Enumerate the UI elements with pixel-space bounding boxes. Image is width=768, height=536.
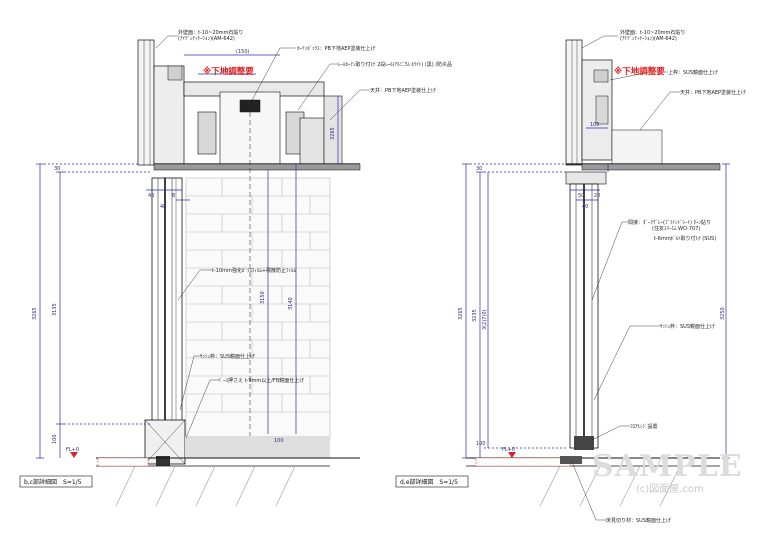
left-dim-top-inner: 105 <box>222 68 232 74</box>
left-detail: 3265 3135 100 3140 3150 100 3265 (150) 1… <box>19 29 452 507</box>
left-caption-box <box>19 475 93 488</box>
right-note-ceiling: 天井：PB下地AEP塗装仕上げ <box>680 89 746 96</box>
left-note-ceiling: 天井：PB下地AEP塗装仕上げ <box>370 87 436 94</box>
left-note-exterior-l2: (ｱｲﾃﾞﾝﾃｨｹｰｼｮﾝ)(AM-642) <box>178 35 235 42</box>
right-note-hinge: ﾌﾛｱﾋﾝｼﾞ設置 <box>630 423 658 430</box>
right-dim-right: 3250 <box>720 307 726 320</box>
left-dimensions <box>36 54 339 459</box>
right-dim-b: 20 <box>594 193 600 199</box>
right-warning: ※下地調整要 <box>614 66 665 77</box>
right-fl-label: FL+0 <box>502 447 515 453</box>
right-dim-total: 3265 <box>458 307 464 320</box>
left-base-anchor <box>156 456 170 466</box>
left-note-sash: ｻｯｼｭ枠：SUS鏡面仕上げ <box>200 353 255 360</box>
right-floor-hinge <box>574 436 594 450</box>
right-dim-a: 50 <box>578 193 584 199</box>
right-note-film-bolt: t-6mmﾎﾞﾙﾄ取り付け (SUS) <box>654 235 716 242</box>
left-dim-base: 100 <box>52 434 58 444</box>
left-dim-ceiling: 3265 <box>330 127 336 140</box>
left-rail-carriage <box>239 99 261 113</box>
left-glass-sash <box>151 177 183 423</box>
right-note-exterior: 外壁面：t-10~20mm石貼り (ｱｲﾃﾞﾝﾃｨｹｰｼｮﾝ)(AM-642) <box>620 29 687 42</box>
right-caption-box <box>395 475 469 488</box>
left-fl-label: FL+0 <box>66 447 79 453</box>
left-dim-right: 3140 <box>288 297 294 310</box>
left-note-exterior: 外壁面：t-10~20mm石貼り (ｱｲﾃﾞﾝﾃｨｹｰｼｮﾝ)(AM-642) <box>178 29 245 42</box>
left-note-glass: t-10mm強化ｶﾞﾗｽﾌｨﾙﾑ+飛散防止ﾌｨﾙﾑ <box>212 267 297 274</box>
right-dim-c: 40 <box>582 204 588 210</box>
right-fl-marker <box>508 452 516 458</box>
left-dim-c: 48 <box>160 204 166 210</box>
right-note-film: 間接：ﾀﾞｰｸｸﾞﾚｰ(ﾌﾞﾗｲﾝﾄﾞｼｰﾄ) ﾀｰﾝ貼り <box>628 219 711 226</box>
right-note-sill: 床見切り材：SUS鏡面仕上げ <box>606 517 671 524</box>
right-sill <box>560 456 582 464</box>
left-note-base: ﾍﾞｰｽ押さえ t-9mm以上/FB鏡面仕上げ <box>218 377 304 384</box>
right-dim-mid: 3(2)7(0) <box>482 309 488 330</box>
right-dim-inner: 3235 <box>472 309 478 322</box>
watermark-sample: SAMPLE <box>592 449 743 484</box>
left-dim-b: 8 <box>172 193 175 199</box>
watermark-site: (c)図面屋.com <box>636 483 704 495</box>
left-curtain-box-section <box>153 65 185 165</box>
left-floor-finish <box>185 436 330 458</box>
left-exterior-wall <box>137 39 155 166</box>
right-dim-top: 105 <box>590 122 600 128</box>
right-exterior-wall <box>565 39 583 166</box>
left-warning: ※下地調整要 <box>203 66 254 77</box>
left-note-exterior-l1: 外壁面：t-10~20mm石貼り <box>178 29 243 36</box>
left-leaders <box>155 35 370 439</box>
right-note-exterior-l2: (ｱｲﾃﾞﾝﾃｨｹｰｼｮﾝ)(AM-642) <box>620 35 677 42</box>
left-brick-wall <box>185 177 331 441</box>
left-note-rail: ﾚｰﾙｶｰﾃﾝ取り付け 2段ﾚｰﾙ(ｱﾙﾐﾆｳﾑ ﾎﾜｲﾄ) (黒) /防炎品 <box>338 61 452 68</box>
right-note-lintel: 上枠：SUS鏡面仕上げ <box>668 69 718 76</box>
left-dim-top: (150) <box>236 49 249 55</box>
left-dim-total: 3265 <box>32 307 38 320</box>
right-note-sash: ｻｯｼｭ枠：SUS鏡面仕上げ <box>660 323 715 330</box>
left-caption: b,c部詳細図 S=1/5 <box>24 478 82 486</box>
right-note-film-sub: (住友ｽﾘｰｴﾑ WO-707) <box>652 225 700 232</box>
left-dim-inner: 3135 <box>52 303 58 316</box>
left-note-curtain-box: ｶｰﾃﾝﾎﾞｯｸｽ：PB下地AEP塗装仕上げ <box>297 45 376 52</box>
left-dim-band: 30 <box>54 166 60 172</box>
right-dimensions <box>462 127 730 459</box>
right-caption: d,e部詳細図 S=1/5 <box>400 478 458 486</box>
right-dim-band: 30 <box>476 166 482 172</box>
right-detail: 3265 3235 3(2)7(0) 3250 30 105 50 20 40 … <box>395 29 746 524</box>
watermark: SAMPLE (c)図面屋.com <box>592 449 743 495</box>
left-dim-base-right: 100 <box>274 438 284 444</box>
left-dim-a: 40 <box>148 193 154 199</box>
right-note-exterior-l1: 外壁面：t-10~20mm石貼り <box>620 29 685 36</box>
left-dim-right2: 3150 <box>260 291 266 304</box>
right-leaders <box>571 35 680 521</box>
right-dim-base: 100 <box>476 441 486 447</box>
left-fl-marker <box>70 452 78 458</box>
